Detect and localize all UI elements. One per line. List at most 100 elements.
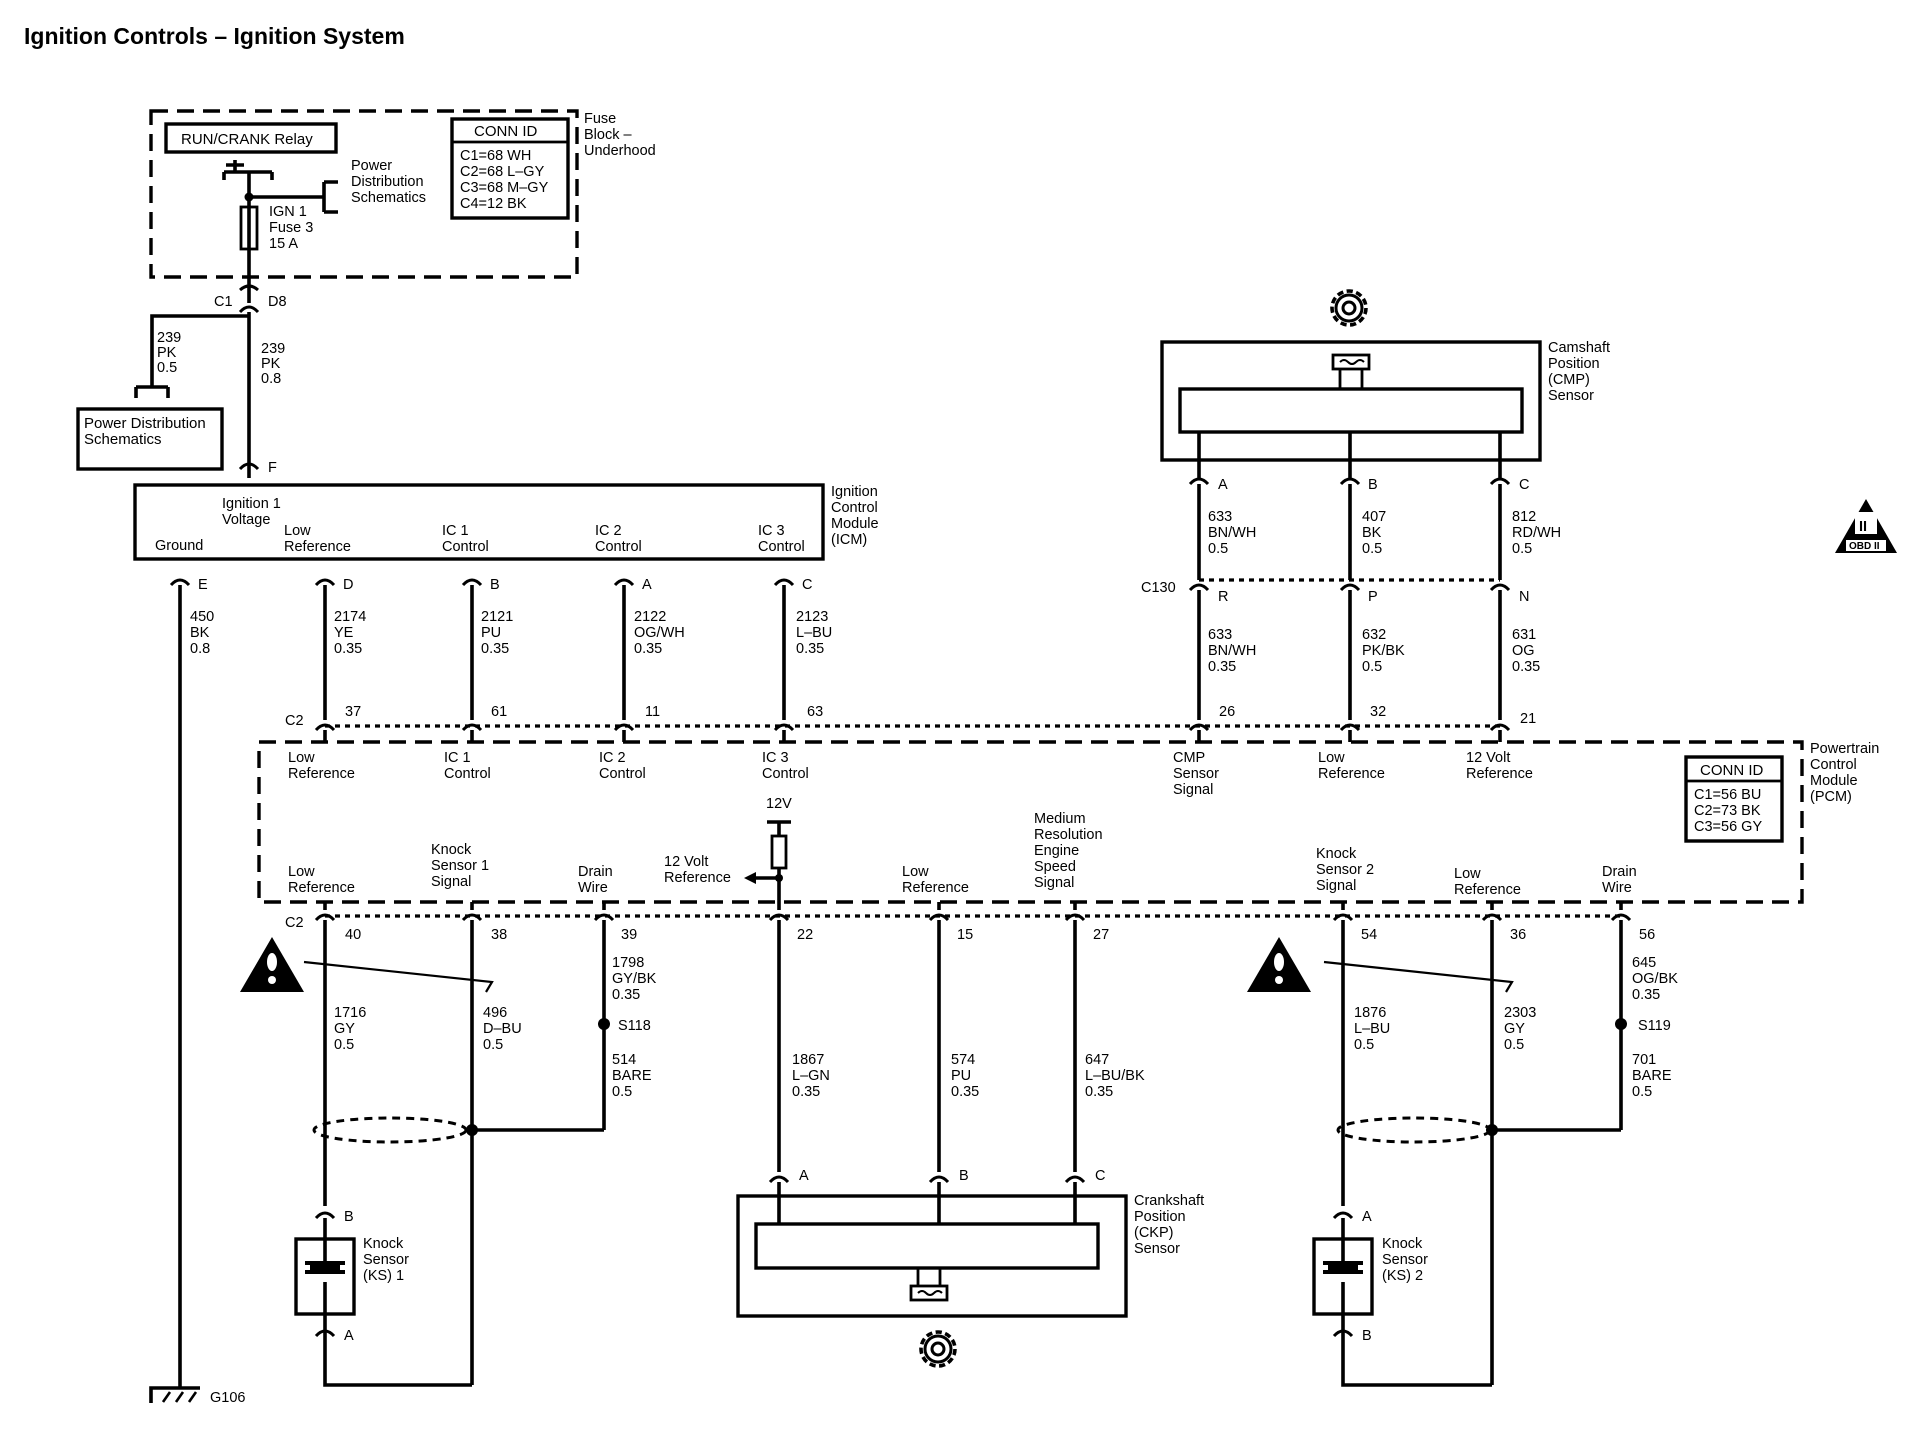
svg-text:Engine: Engine: [1034, 843, 1079, 859]
fuse-block-underhood: Fuse Block – Underhood RUN/CRANK Relay P…: [149, 109, 656, 292]
svg-text:54: 54: [1361, 927, 1377, 943]
ckp-sensor-circuit: 1867 L–GN 0.35 574 PU 0.35 647 L–BU/BK 0…: [736, 920, 1204, 1368]
svg-text:Wire: Wire: [578, 880, 608, 896]
svg-text:B: B: [490, 577, 500, 593]
svg-text:BARE: BARE: [612, 1068, 652, 1084]
svg-text:633: 633: [1208, 509, 1232, 525]
svg-text:Reference: Reference: [1318, 766, 1385, 782]
svg-text:26: 26: [1219, 704, 1235, 720]
svg-text:Camshaft: Camshaft: [1548, 340, 1610, 356]
svg-text:(KS) 2: (KS) 2: [1382, 1268, 1423, 1284]
svg-text:701: 701: [1632, 1052, 1656, 1068]
ign1-fuse3: IGN 1 Fuse 3 15 A: [239, 204, 313, 252]
svg-text:Reference: Reference: [902, 880, 969, 896]
pcm-conn-id: CONN ID C1=56 BU C2=73 BK C3=56 GY: [1684, 755, 1784, 843]
svg-text:Powertrain: Powertrain: [1810, 741, 1879, 757]
svg-text:Low: Low: [1454, 866, 1481, 882]
svg-text:Signal: Signal: [1034, 875, 1074, 891]
power-distribution-box: Power Distribution Schematics: [76, 407, 224, 471]
pcm-top-labels: Low Reference IC 1 Control IC 2 Control …: [288, 750, 1533, 798]
svg-text:Control: Control: [831, 500, 878, 516]
svg-text:Ignition 1: Ignition 1: [222, 496, 281, 512]
svg-text:Control: Control: [599, 766, 646, 782]
svg-text:Signal: Signal: [1173, 782, 1213, 798]
connector-c1: C1 D8: [214, 284, 287, 314]
svg-text:Medium: Medium: [1034, 811, 1086, 827]
svg-text:Position: Position: [1548, 356, 1600, 372]
svg-text:450: 450: [190, 609, 214, 625]
svg-text:Sensor 1: Sensor 1: [431, 858, 489, 874]
svg-text:C130: C130: [1141, 580, 1176, 596]
svg-text:PU: PU: [951, 1068, 971, 1084]
svg-text:1867: 1867: [792, 1052, 824, 1068]
svg-text:2303: 2303: [1504, 1005, 1536, 1021]
svg-text:Module: Module: [831, 516, 879, 532]
svg-text:C1=56 BU: C1=56 BU: [1694, 787, 1761, 803]
svg-text:A: A: [1362, 1209, 1372, 1225]
svg-text:C: C: [1095, 1168, 1105, 1184]
svg-text:(CKP): (CKP): [1134, 1225, 1173, 1241]
svg-text:239: 239: [157, 330, 181, 346]
svg-text:Control: Control: [444, 766, 491, 782]
svg-text:IC 1: IC 1: [444, 750, 471, 766]
wire-239-pk: 239 PK 0.5 239 PK 0.8: [134, 312, 285, 478]
svg-text:Position: Position: [1134, 1209, 1186, 1225]
svg-text:2121: 2121: [481, 609, 513, 625]
svg-text:IGN 1: IGN 1: [269, 204, 307, 220]
svg-text:39: 39: [621, 927, 637, 943]
svg-text:IC 3: IC 3: [758, 523, 785, 539]
svg-text:37: 37: [345, 704, 361, 720]
pcm-bottom-connector: C2 40 38 39 22 15 27 54 36 56: [285, 902, 1655, 943]
svg-text:Fuse: Fuse: [584, 111, 616, 127]
svg-text:Distribution: Distribution: [351, 174, 424, 190]
svg-text:L–BU/BK: L–BU/BK: [1085, 1068, 1145, 1084]
pcm-top-pins: 37 61 11 63 26 32 21: [314, 704, 1536, 742]
svg-text:Control: Control: [595, 539, 642, 555]
svg-text:Low: Low: [288, 750, 315, 766]
svg-text:56: 56: [1639, 927, 1655, 943]
svg-text:R: R: [1218, 589, 1228, 605]
svg-text:Knock: Knock: [1316, 846, 1357, 862]
svg-text:Power Distribution: Power Distribution: [84, 415, 206, 432]
svg-text:0.5: 0.5: [483, 1037, 503, 1053]
svg-text:CONN ID: CONN ID: [1700, 762, 1764, 779]
obd-ii-icon: II OBD II: [1835, 499, 1897, 553]
svg-text:Drain: Drain: [578, 864, 613, 880]
svg-text:1716: 1716: [334, 1005, 366, 1021]
svg-text:CMP: CMP: [1173, 750, 1205, 766]
svg-text:0.35: 0.35: [1512, 659, 1540, 675]
svg-text:Knock: Knock: [1382, 1236, 1423, 1252]
pcm-bottom-labels: Low Reference Knock Sensor 1 Signal Drai…: [288, 811, 1637, 898]
icm-wires: 450 BK 0.8 2174 YE 0.35 2121 PU 0.35 212…: [178, 585, 832, 1388]
svg-text:Knock: Knock: [363, 1236, 404, 1252]
svg-text:B: B: [344, 1209, 354, 1225]
svg-text:15 A: 15 A: [269, 236, 298, 252]
svg-text:0.5: 0.5: [1208, 541, 1228, 557]
svg-text:Power: Power: [351, 158, 392, 174]
svg-text:32: 32: [1370, 704, 1386, 720]
svg-text:(ICM): (ICM): [831, 532, 867, 548]
svg-text:0.5: 0.5: [1354, 1037, 1374, 1053]
svg-text:0.35: 0.35: [951, 1084, 979, 1100]
svg-text:GY: GY: [334, 1021, 355, 1037]
svg-text:BK: BK: [1362, 525, 1382, 541]
svg-text:IC 3: IC 3: [762, 750, 789, 766]
ignition-control-module: F Ignition Control Module (ICM) Ignition…: [133, 460, 879, 561]
svg-text:0.5: 0.5: [334, 1037, 354, 1053]
svg-text:63: 63: [807, 704, 823, 720]
svg-text:IC 1: IC 1: [442, 523, 469, 539]
svg-text:631: 631: [1512, 627, 1536, 643]
knock-sensor-2-circuit: 1876 L–BU 0.5 2303 GY 0.5 645 OG/BK 0.35…: [1247, 920, 1678, 1387]
svg-text:0.35: 0.35: [634, 641, 662, 657]
svg-text:12 Volt: 12 Volt: [664, 854, 708, 870]
svg-text:633: 633: [1208, 627, 1232, 643]
svg-text:Signal: Signal: [1316, 878, 1356, 894]
svg-text:Fuse 3: Fuse 3: [269, 220, 313, 236]
fuse-block-conn-id: CONN ID C1=68 WH C2=68 L–GY C3=68 M–GY C…: [450, 117, 570, 220]
icm-pins: E D B A C: [169, 577, 812, 593]
ground-g106: G106: [149, 1386, 245, 1406]
svg-text:239: 239: [261, 341, 285, 357]
svg-text:PK: PK: [261, 356, 281, 372]
svg-text:C2=73 BK: C2=73 BK: [1694, 803, 1761, 819]
